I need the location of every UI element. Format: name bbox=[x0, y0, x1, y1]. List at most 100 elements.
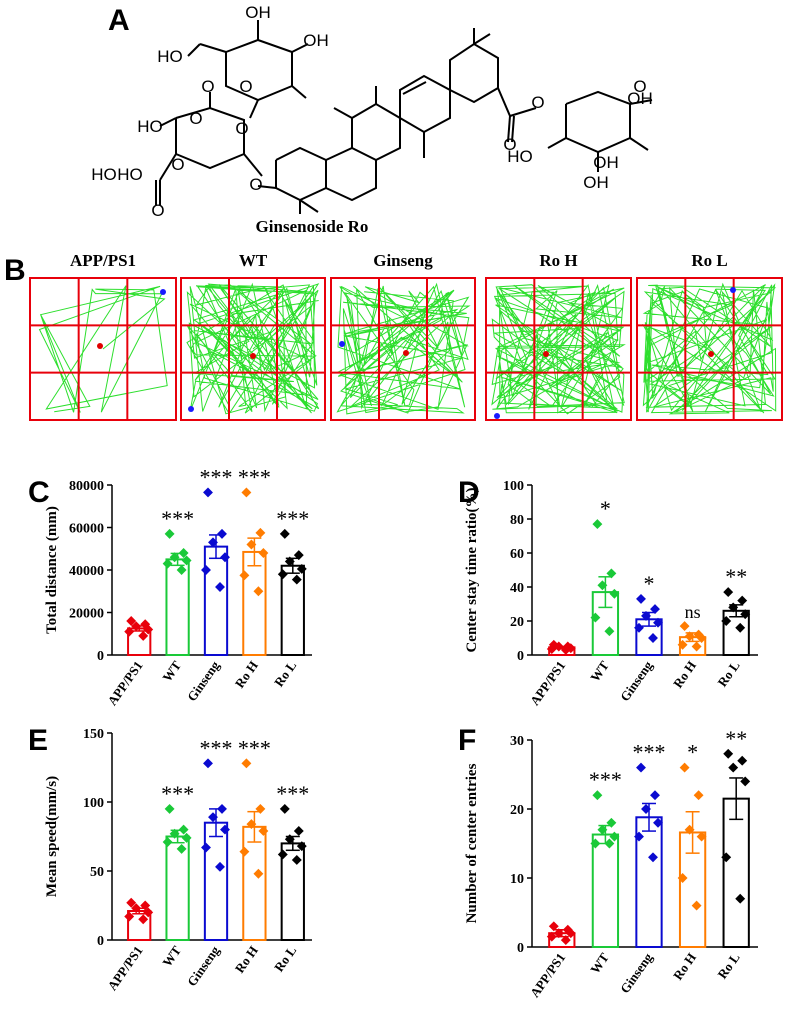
y-tick-label: 50 bbox=[90, 865, 104, 880]
y-tick-label: 60000 bbox=[69, 522, 104, 537]
data-point bbox=[648, 633, 658, 643]
x-tick-label: Ginseng bbox=[184, 943, 223, 989]
track-path bbox=[186, 282, 320, 415]
bar bbox=[165, 558, 190, 656]
y-tick-label: 0 bbox=[517, 649, 524, 664]
bar bbox=[203, 821, 229, 942]
x-tick-label: WT bbox=[159, 658, 184, 685]
atom-label: HO bbox=[117, 165, 143, 184]
bar bbox=[165, 835, 190, 941]
y-axis-label: Number of center entries bbox=[464, 763, 480, 923]
panel-label-c: C bbox=[28, 476, 50, 509]
data-point bbox=[124, 626, 135, 637]
data-point bbox=[201, 565, 211, 575]
data-point bbox=[636, 762, 646, 773]
y-axis-label: Total distance (mm) bbox=[44, 506, 60, 634]
data-point bbox=[604, 626, 615, 637]
data-point bbox=[590, 838, 601, 849]
data-point bbox=[169, 828, 180, 839]
data-point bbox=[740, 609, 751, 620]
data-point bbox=[220, 552, 230, 563]
significance-marker: *** bbox=[161, 781, 194, 806]
data-point bbox=[696, 831, 707, 842]
ginsenoside-ro-structure bbox=[155, 20, 653, 214]
data-point bbox=[684, 631, 695, 642]
data-point bbox=[636, 593, 646, 604]
data-point bbox=[737, 595, 748, 606]
data-point bbox=[162, 558, 173, 569]
data-point bbox=[164, 528, 175, 539]
atom-label: HO bbox=[507, 147, 533, 166]
data-point bbox=[138, 630, 149, 641]
x-tick-label: WT bbox=[159, 943, 184, 970]
data-point bbox=[653, 617, 663, 628]
panel-label-a: A bbox=[108, 4, 130, 37]
data-point bbox=[178, 548, 189, 558]
arena-grid bbox=[485, 277, 632, 421]
data-point bbox=[609, 831, 620, 842]
data-point bbox=[679, 762, 690, 773]
data-point bbox=[131, 903, 142, 914]
data-point bbox=[124, 911, 135, 922]
atom-label: OH bbox=[303, 31, 329, 50]
data-point bbox=[634, 622, 644, 633]
x-tick-label: Ginseng bbox=[617, 950, 656, 996]
significance-marker: ** bbox=[725, 564, 747, 589]
y-tick-label: 40 bbox=[510, 581, 524, 596]
bar bbox=[722, 797, 750, 949]
data-point bbox=[164, 803, 175, 814]
start-dot bbox=[339, 341, 345, 347]
data-point bbox=[650, 604, 660, 615]
data-point bbox=[728, 602, 739, 613]
data-point bbox=[293, 826, 304, 836]
data-point bbox=[169, 552, 180, 563]
data-point bbox=[246, 539, 257, 550]
data-point bbox=[215, 582, 225, 592]
data-point bbox=[220, 824, 230, 835]
y-tick-label: 150 bbox=[83, 727, 104, 742]
data-point bbox=[592, 790, 603, 801]
data-point bbox=[553, 928, 564, 939]
atom-label: OH bbox=[245, 3, 271, 22]
significance-marker: * bbox=[644, 571, 655, 596]
data-point bbox=[696, 633, 707, 643]
panel-label-f: F bbox=[458, 724, 476, 757]
data-point bbox=[279, 803, 290, 814]
data-point bbox=[284, 556, 295, 567]
x-tick-label: Ginseng bbox=[184, 658, 223, 704]
data-point bbox=[291, 574, 302, 585]
data-point bbox=[217, 803, 227, 814]
data-point bbox=[258, 548, 269, 558]
data-point bbox=[679, 621, 690, 632]
track-path bbox=[641, 282, 777, 415]
data-point bbox=[597, 824, 608, 835]
data-point bbox=[291, 855, 302, 865]
atom-label: O bbox=[239, 77, 252, 96]
y-tick-label: 20000 bbox=[69, 607, 104, 622]
track-panel-label: Ro H bbox=[539, 251, 577, 270]
arena-grid bbox=[29, 277, 177, 421]
data-point bbox=[284, 834, 295, 845]
data-point bbox=[255, 803, 266, 814]
atom-label: HO bbox=[157, 47, 183, 66]
data-point bbox=[723, 587, 734, 598]
significance-marker: *** bbox=[200, 735, 233, 760]
y-axis-label: Center stay time ratio(%) bbox=[464, 487, 480, 652]
atom-label: O bbox=[503, 135, 516, 154]
y-tick-label: 0 bbox=[97, 649, 104, 664]
track-panel-label: WT bbox=[239, 251, 268, 270]
atom-label: O bbox=[171, 155, 184, 174]
atom-label: O bbox=[531, 93, 544, 112]
bar bbox=[242, 550, 267, 656]
data-point bbox=[279, 528, 290, 539]
significance-marker: *** bbox=[276, 781, 309, 806]
error-bar bbox=[729, 777, 744, 821]
atom-label: OH bbox=[593, 153, 619, 172]
atom-label: O bbox=[189, 109, 202, 128]
data-point bbox=[653, 817, 663, 828]
data-point bbox=[597, 580, 608, 591]
